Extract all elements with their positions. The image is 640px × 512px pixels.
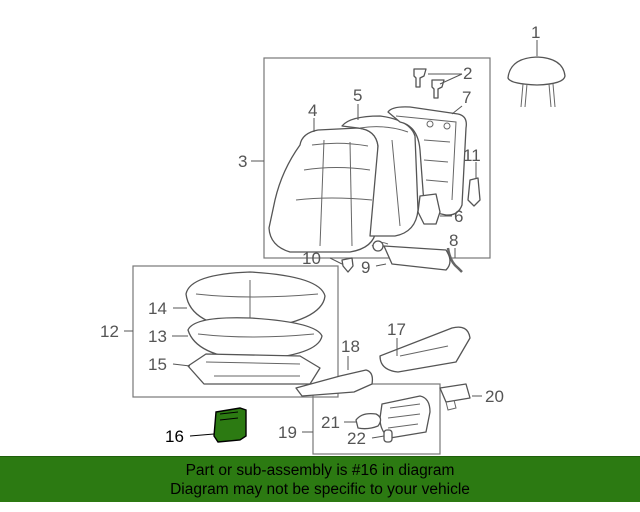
seatback-cushion-part <box>268 127 379 253</box>
switch-group-box <box>312 383 441 455</box>
parts-diagram: 1 2 3 4 5 6 7 8 9 10 11 12 13 14 15 16 1… <box>100 23 566 455</box>
callout-8: 8 <box>449 231 458 250</box>
callout-16: 16 <box>165 427 184 446</box>
callout-12: 12 <box>100 322 119 341</box>
banner-line-2: Diagram may not be specific to your vehi… <box>170 481 470 498</box>
callout-3: 3 <box>238 152 247 171</box>
callout-4: 4 <box>308 101 317 120</box>
seat-frame-part <box>187 353 321 385</box>
module-part-16 <box>213 407 247 443</box>
callout-9: 9 <box>361 258 370 277</box>
callout-15: 15 <box>148 355 167 374</box>
bracket-part <box>467 177 481 207</box>
seatback-group-box <box>263 57 491 259</box>
callout-13: 13 <box>148 327 167 346</box>
knob-part <box>355 412 382 430</box>
callout-19: 19 <box>278 423 297 442</box>
headrest-guide-part <box>413 68 445 99</box>
callout-7: 7 <box>462 88 471 107</box>
callout-6: 6 <box>454 207 463 226</box>
power-seat-switch-part <box>379 395 431 439</box>
lever-part <box>446 247 463 273</box>
callout-20: 20 <box>485 387 504 406</box>
callout-2: 2 <box>463 64 472 83</box>
seatback-frame-part <box>387 106 467 216</box>
banner-line-1: Part or sub-assembly is #16 in diagram <box>185 462 455 479</box>
callout-10: 10 <box>302 249 321 268</box>
seat-trim-inner-part <box>295 369 374 397</box>
switch-knob-part <box>439 383 471 411</box>
leader-lines <box>124 40 538 439</box>
cable-part <box>371 240 451 271</box>
seat-trim-outer-part <box>379 326 471 373</box>
callout-18: 18 <box>341 337 360 356</box>
callout-21: 21 <box>321 413 340 432</box>
small-knob-part <box>383 429 393 443</box>
callout-11: 11 <box>463 146 481 165</box>
headrest-part <box>507 56 566 108</box>
callout-5: 5 <box>353 86 362 105</box>
recliner-part <box>417 193 441 225</box>
clip-part <box>341 257 354 273</box>
callout-17: 17 <box>387 320 406 339</box>
callout-1: 1 <box>531 23 540 42</box>
callout-14: 14 <box>148 299 167 318</box>
info-banner: Part or sub-assembly is #16 in diagram D… <box>0 456 640 502</box>
callout-22: 22 <box>347 429 366 448</box>
